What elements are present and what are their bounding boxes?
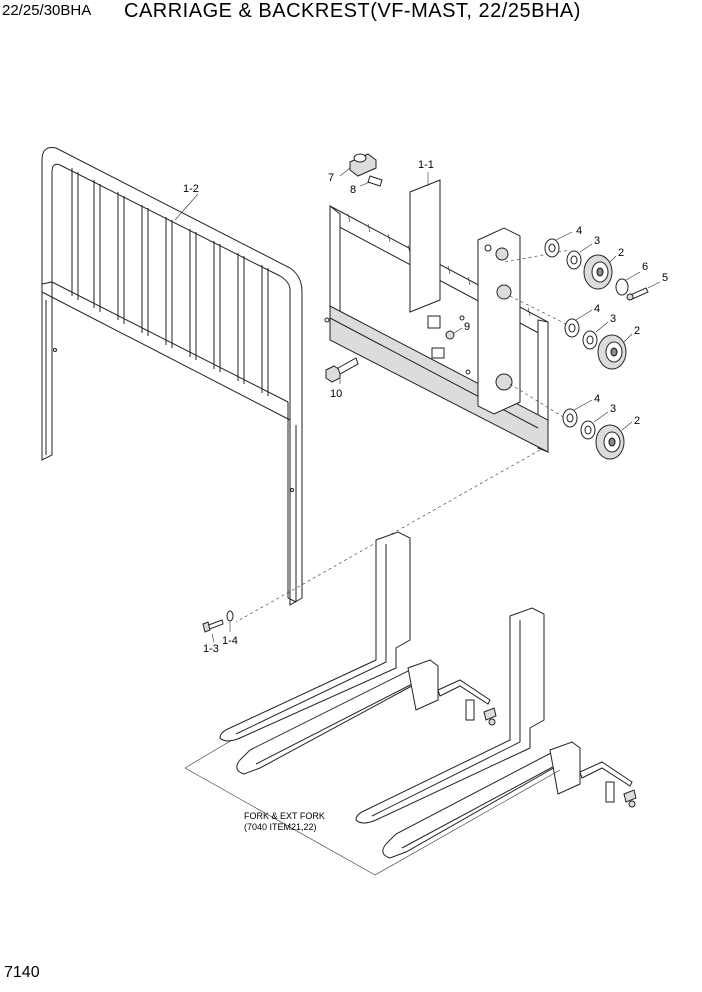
fork-right [355,607,637,859]
callout-4a: 4 [576,225,582,237]
callout-2b: 2 [634,325,640,337]
callout-1-4: 1-4 [222,635,238,647]
callout-10: 10 [330,388,342,400]
part-7-stud [349,153,377,177]
callout-4c: 4 [594,393,600,405]
callout-2a: 2 [618,247,624,259]
callout-8: 8 [350,184,356,196]
roller-set-middle [564,318,627,370]
model-code: 22/25/30BHA [2,2,92,19]
fork-note-line1: FORK & EXT FORK [244,811,325,821]
part-1-3-bolt [202,619,224,633]
part-1-4-washer [226,610,234,622]
callout-1-1: 1-1 [418,159,434,171]
callout-3a: 3 [594,235,600,247]
callout-1-3: 1-3 [203,643,219,655]
callout-3c: 3 [610,403,616,415]
fork-left [219,531,497,775]
callout-6: 6 [642,261,648,273]
roller-bracket [477,227,521,415]
roller-set-lower [562,408,625,460]
carriage-plate [409,179,441,313]
fork-note-line2: (7040 ITEM21,22) [244,822,317,832]
callout-5: 5 [662,272,668,284]
part-9-nut [445,330,455,340]
callout-2c: 2 [634,415,640,427]
page-title: CARRIAGE & BACKREST(VF-MAST, 22/25BHA) [124,0,581,22]
callout-4b: 4 [594,303,600,315]
callout-7: 7 [328,172,334,184]
part-8-pin [367,175,383,187]
callout-9: 9 [464,321,470,333]
callout-3b: 3 [610,313,616,325]
roller-set-upper [544,238,649,301]
part-10-bolt [325,357,359,383]
callout-1-2: 1-2 [183,183,199,195]
page-number: 7140 [4,964,40,981]
backrest-drawing [41,147,303,606]
